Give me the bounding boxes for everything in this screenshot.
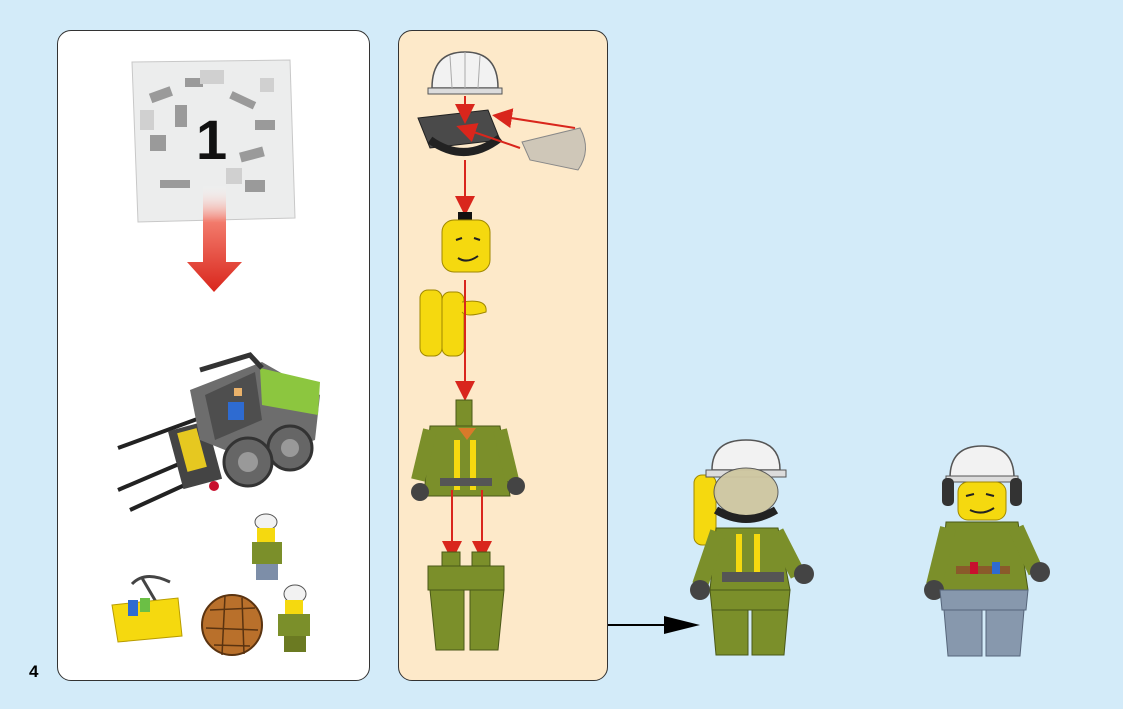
pickaxe-crate bbox=[112, 576, 182, 642]
air-tank-part bbox=[420, 290, 486, 356]
page-number: 4 bbox=[29, 662, 38, 682]
legs-part bbox=[428, 552, 504, 650]
volcano-rock bbox=[202, 595, 262, 655]
bag-number-label: 1 bbox=[196, 112, 227, 168]
minifigure-small-a bbox=[252, 514, 282, 580]
helmet-part bbox=[428, 52, 502, 94]
minifigure-scientist-with-visor bbox=[690, 440, 814, 655]
head-part bbox=[442, 212, 490, 272]
breathing-mask-frame-part bbox=[418, 110, 500, 152]
visor-arrow-b bbox=[498, 116, 575, 128]
torso-part bbox=[411, 400, 525, 501]
result-arrow-head bbox=[664, 616, 700, 634]
forklift-vehicle bbox=[118, 355, 320, 510]
minifigure-small-b bbox=[278, 585, 310, 652]
visor-part bbox=[522, 128, 586, 170]
minifigure-worker-with-headset bbox=[924, 446, 1050, 656]
